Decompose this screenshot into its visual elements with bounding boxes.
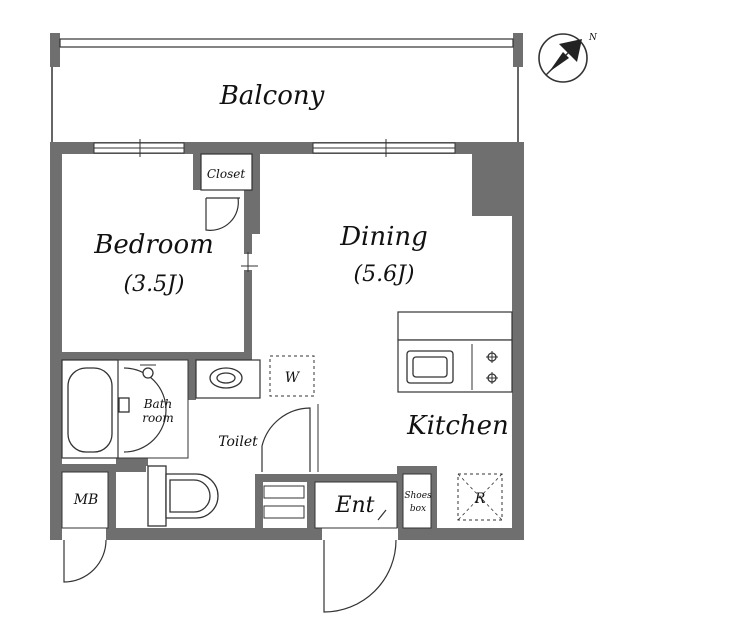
closet-door-swing — [205, 197, 239, 231]
stove-icon — [486, 351, 498, 384]
compass-needle-head — [559, 39, 582, 62]
entrance: Ent — [314, 481, 398, 613]
dining: Dining (5.6J) — [339, 222, 428, 287]
bathroom-label-line2: room — [142, 411, 174, 425]
toilet-tank — [147, 465, 167, 527]
wall-mb-top — [62, 464, 146, 472]
wall-toilet-bottom-a — [255, 474, 315, 482]
interior-walls — [62, 154, 437, 528]
wall-bedroom-right-upper — [244, 154, 252, 254]
wall-toilet-right — [255, 474, 263, 528]
wall-closet-left — [193, 154, 201, 190]
bedroom-label: Bedroom — [93, 230, 214, 260]
shoes-box-label-line1: Shoes — [404, 491, 432, 501]
wall-shoes-right — [431, 466, 437, 528]
dining-size: (5.6J) — [354, 262, 415, 287]
entrance-door-swing — [323, 539, 397, 613]
wall-bath-bottom — [116, 458, 148, 466]
wall-bedroom-right-lower — [244, 270, 252, 360]
wall-bath-right — [188, 360, 196, 400]
mb-door-swing — [63, 539, 107, 583]
windows — [93, 139, 456, 157]
compass: N — [538, 33, 598, 83]
wall-shoes-left — [397, 466, 403, 528]
balcony-post-left — [50, 33, 60, 67]
compass-north-label: N — [588, 33, 598, 43]
mb-door-opening — [62, 528, 106, 540]
entrance-door-opening — [322, 528, 398, 540]
wall-right — [512, 142, 524, 540]
washer-label: W — [285, 370, 301, 386]
kitchen: Kitchen R — [397, 311, 513, 521]
bedroom: Bedroom (3.5J) — [93, 230, 258, 297]
bathtub — [67, 367, 113, 453]
balcony-area: Balcony — [50, 33, 523, 142]
closet: Closet — [200, 153, 253, 231]
kitchen-label: Kitchen — [406, 411, 509, 441]
wall-bottom — [50, 528, 524, 540]
wall-shoes-top — [397, 466, 437, 474]
balcony-railing — [59, 38, 514, 48]
wall-bedroom-bottom — [62, 352, 250, 360]
fridge-space — [457, 473, 503, 521]
kitchen-upper-cabinet — [397, 311, 513, 341]
dining-label: Dining — [339, 222, 428, 252]
balcony-post-right — [513, 33, 523, 67]
washroom: W — [195, 355, 315, 399]
fridge-label: R — [474, 491, 486, 507]
meter-box: MB — [61, 471, 109, 583]
compass-needle-tail — [549, 52, 569, 72]
bathroom-label-line1: Bath — [143, 397, 173, 411]
bathroom: Bath room — [61, 359, 189, 459]
closet-label: Closet — [207, 167, 246, 181]
shoes-box: Shoes box — [402, 473, 432, 529]
wall-mb-right — [108, 464, 116, 528]
shower-icon — [140, 364, 156, 379]
toilet: Toilet — [147, 404, 319, 527]
toilet-label: Toilet — [218, 434, 258, 450]
bedroom-size: (3.5J) — [124, 272, 185, 297]
shoes-box-label-line2: box — [410, 504, 426, 514]
entrance-label: Ent — [334, 493, 374, 518]
column-top-right — [472, 142, 524, 216]
toilet-door-swing — [261, 407, 311, 472]
meter-box-label: MB — [73, 492, 99, 508]
wall-entrance-left — [307, 474, 315, 528]
wall-left — [50, 142, 62, 540]
balcony-label: Balcony — [219, 81, 325, 111]
wall-closet-right — [252, 154, 260, 234]
wall-entrance-top — [315, 474, 397, 482]
